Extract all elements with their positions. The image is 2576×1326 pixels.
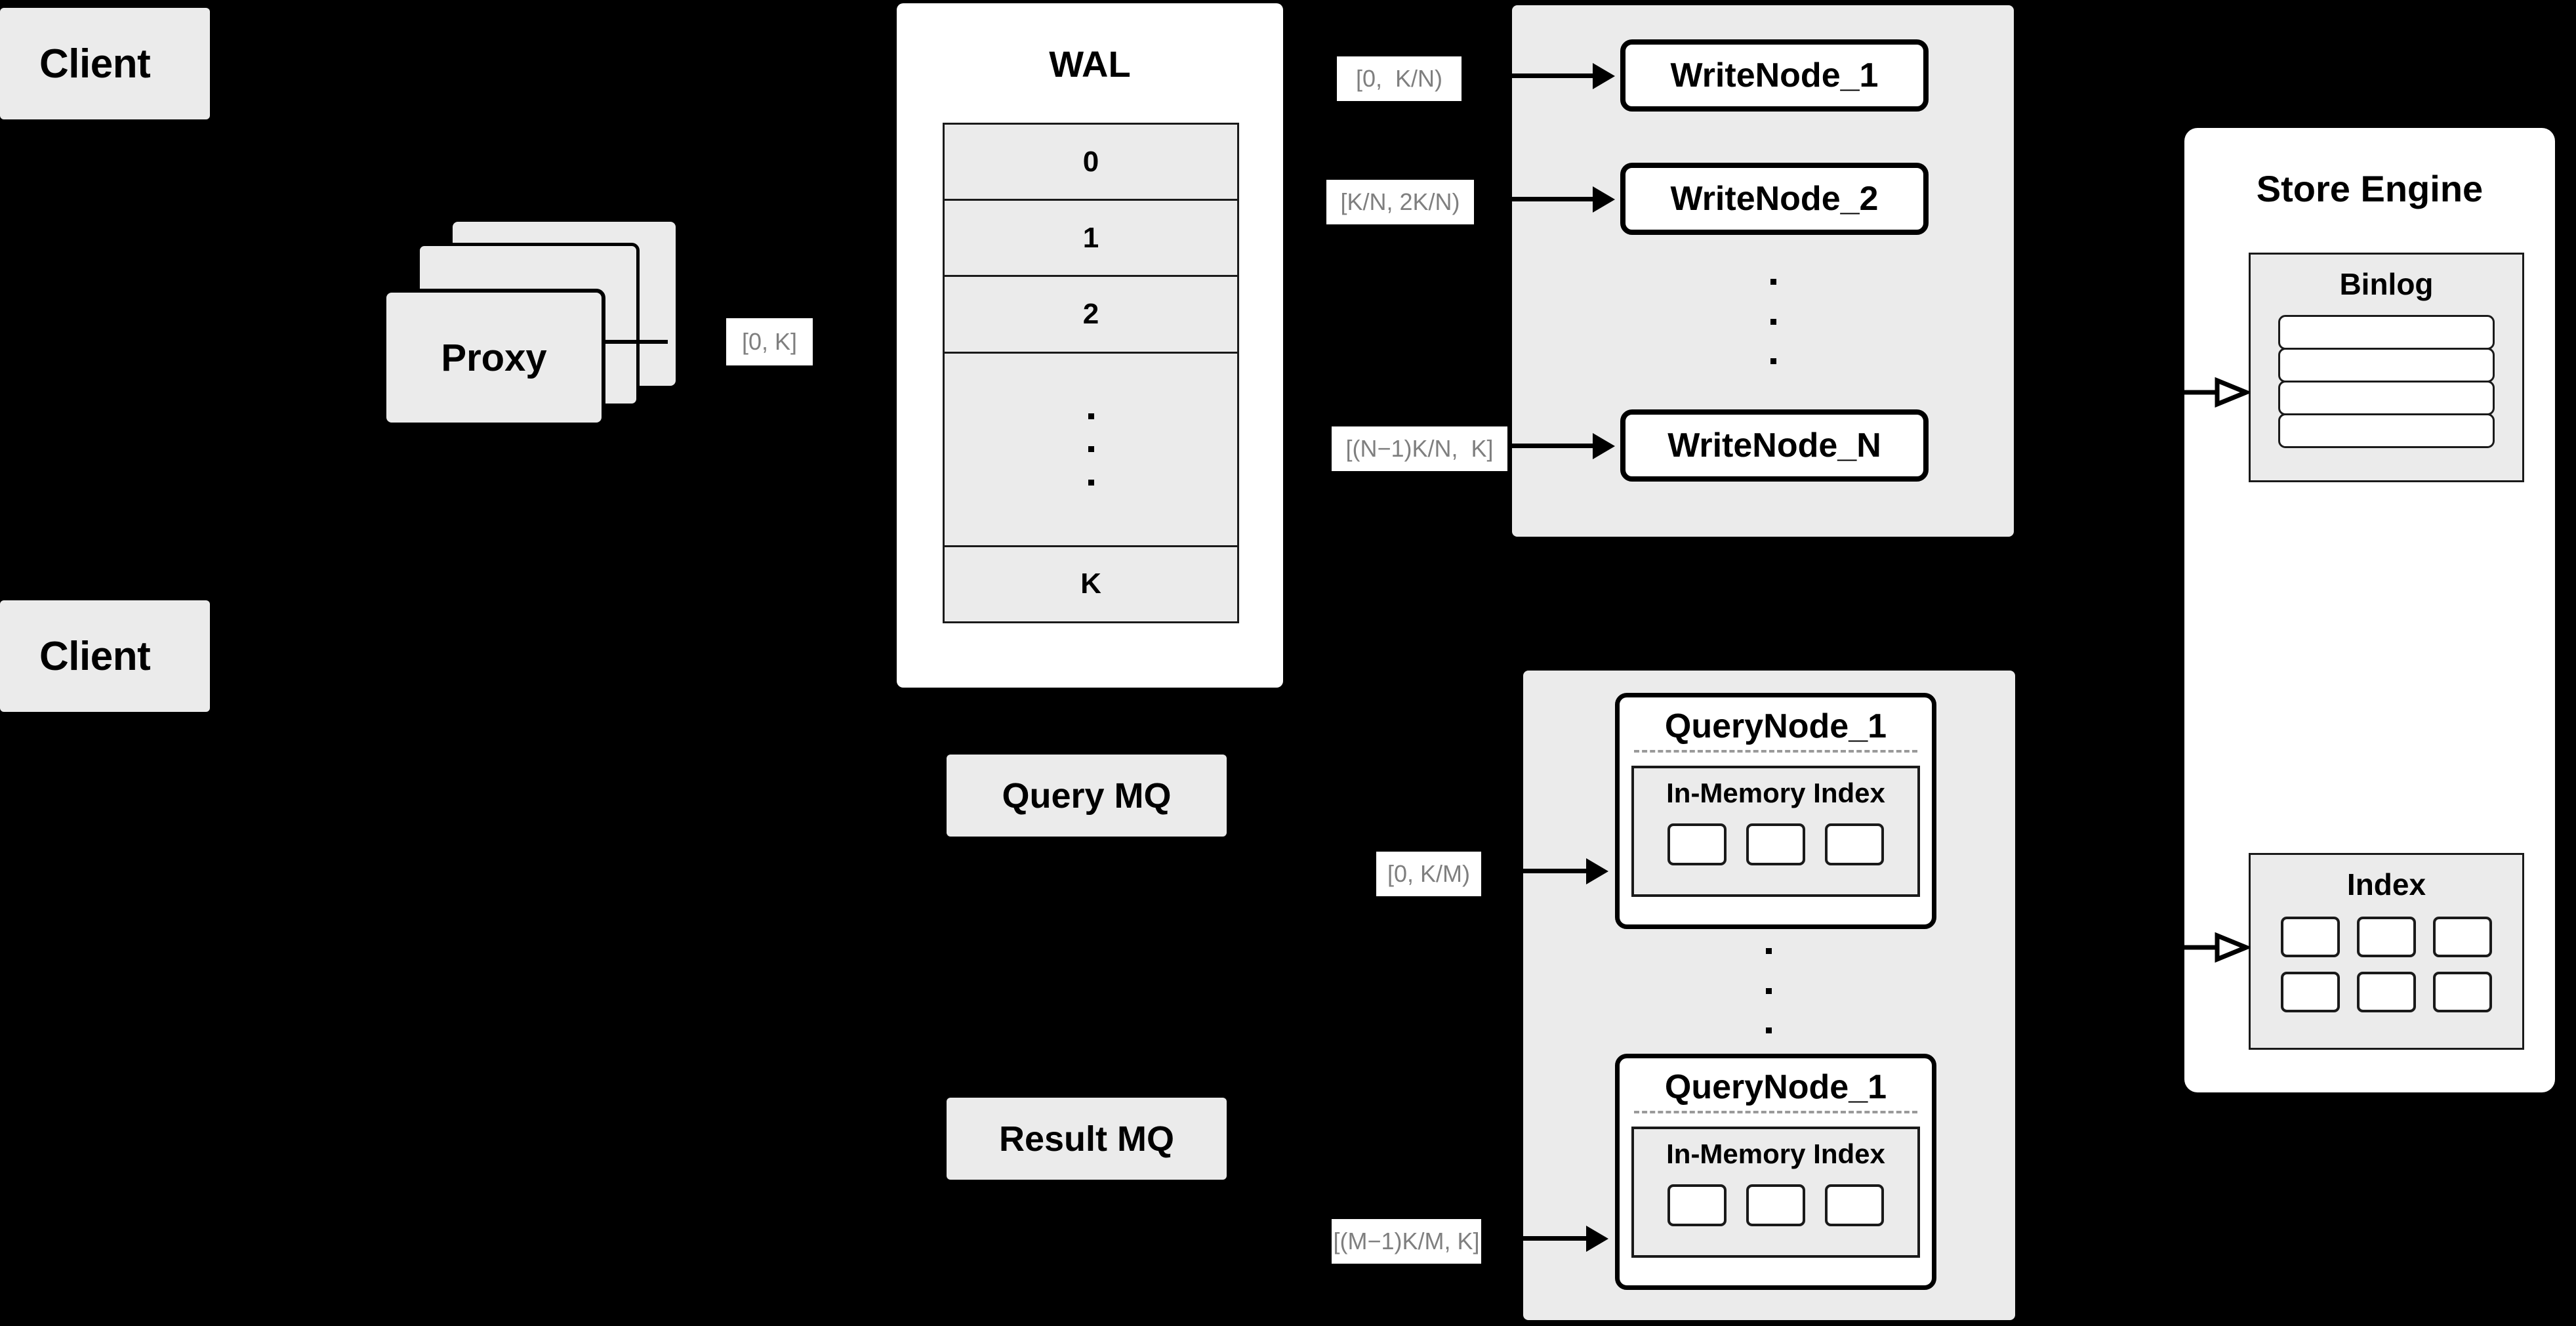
binlog-title: Binlog: [2339, 267, 2434, 301]
write-node-2-arrow-head: [1593, 186, 1615, 213]
index-title: Index: [2346, 867, 2426, 901]
query-mq-label: Query MQ: [1002, 776, 1172, 816]
proxy-node[interactable]: Proxy: [382, 289, 605, 426]
binlog-inflow-arrow: [2184, 375, 2253, 409]
index-grid: [2281, 917, 2492, 1012]
proxy-range-label: [0, K]: [726, 318, 813, 365]
index-cell: [2281, 917, 2340, 957]
inmemory-index-cell: [1746, 823, 1805, 865]
query-node-1-inmemory-index: In-Memory Index: [1631, 766, 1920, 897]
write-node-n-label: WriteNode_N: [1667, 426, 1881, 465]
query-node-1[interactable]: QueryNode_1 In-Memory Index: [1615, 693, 1936, 929]
wal-entry-2: 2: [945, 277, 1237, 354]
write-node-1-label: WriteNode_1: [1670, 56, 1879, 94]
client-node-2[interactable]: Client: [0, 600, 210, 712]
write-node-n-range-text: [(N−1)K/N, K]: [1345, 435, 1494, 462]
write-node-2-range-label: [K/N, 2K/N): [1326, 180, 1474, 224]
client-node-2-label: Client: [39, 633, 151, 679]
index-inflow-arrow: [2184, 930, 2253, 964]
binlog-rows: [2278, 315, 2495, 448]
wal-ellipsis-dots: [1087, 413, 1095, 486]
wal-entry-K: K: [945, 547, 1237, 621]
wal-entry-0-label: 0: [1082, 145, 1099, 178]
proxy-label: Proxy: [441, 336, 547, 379]
index-row: [2281, 972, 2492, 1012]
binlog-row: [2278, 413, 2495, 448]
inmemory-index-cell: [1825, 823, 1884, 865]
query-cluster-ellipsis-dots: [1765, 948, 1772, 1033]
binlog-row: [2278, 315, 2495, 350]
write-node-n-arrow-head: [1593, 433, 1615, 459]
wal-entry-table: 0 1 2 K: [943, 123, 1239, 623]
query-node-m-inmemory-index-cells: [1667, 1184, 1884, 1226]
binlog-row: [2278, 381, 2495, 415]
index-cell: [2281, 972, 2340, 1012]
proxy-to-wal-connector: [605, 340, 668, 344]
index-cell: [2433, 917, 2492, 957]
write-cluster-ellipsis-dots: [1769, 279, 1777, 364]
write-node-n[interactable]: WriteNode_N: [1620, 409, 1929, 482]
query-node-1-inmemory-index-title: In-Memory Index: [1666, 777, 1885, 808]
proxy-range-label-text: [0, K]: [741, 328, 798, 355]
write-node-1-range-text: [0, K/N): [1355, 65, 1443, 92]
query-node-1-range-label: [0, K/M): [1376, 852, 1481, 896]
write-node-1-arrow-line: [1496, 73, 1594, 78]
query-node-1-arrow-head: [1586, 858, 1608, 884]
client-node-1-label: Client: [39, 41, 151, 87]
wal-entry-1-label: 1: [1082, 221, 1099, 254]
write-node-2[interactable]: WriteNode_2: [1620, 163, 1929, 235]
wal-entry-2-label: 2: [1082, 297, 1099, 330]
index-panel: Index: [2249, 853, 2524, 1050]
inmemory-index-cell: [1667, 1184, 1727, 1226]
query-node-1-range-text: [0, K/M): [1387, 860, 1471, 887]
write-node-1[interactable]: WriteNode_1: [1620, 39, 1929, 112]
query-node-1-arrow-line: [1494, 869, 1587, 873]
result-mq-label: Result MQ: [998, 1119, 1175, 1159]
inmemory-index-cell: [1667, 823, 1727, 865]
query-node-m-inmemory-index-title: In-Memory Index: [1666, 1138, 1885, 1169]
query-mq-node[interactable]: Query MQ: [947, 755, 1227, 837]
result-mq-node[interactable]: Result MQ: [947, 1098, 1227, 1180]
binlog-row: [2278, 348, 2495, 383]
write-node-2-range-text: [K/N, 2K/N): [1340, 188, 1460, 215]
query-node-1-divider: [1634, 750, 1917, 753]
binlog-panel: Binlog: [2249, 253, 2524, 482]
query-node-m-title: QueryNode_1: [1664, 1068, 1887, 1106]
query-node-m[interactable]: QueryNode_1 In-Memory Index: [1615, 1054, 1936, 1290]
query-node-m-arrow-line: [1494, 1236, 1587, 1241]
store-engine-title: Store Engine: [2184, 167, 2555, 210]
write-node-2-arrow-line: [1496, 197, 1594, 201]
wal-entry-ellipsis: [945, 353, 1237, 547]
query-node-1-inmemory-index-cells: [1667, 823, 1884, 865]
query-node-m-range-text: [(M−1)K/M, K]: [1333, 1228, 1480, 1254]
wal-title-text: WAL: [1049, 43, 1131, 85]
index-cell: [2433, 972, 2492, 1012]
inmemory-index-cell: [1746, 1184, 1805, 1226]
write-node-1-arrow-head: [1593, 63, 1615, 89]
write-node-2-label: WriteNode_2: [1670, 180, 1879, 218]
index-cell: [2357, 972, 2416, 1012]
wal-title: WAL: [897, 43, 1283, 85]
wal-entry-K-label: K: [1080, 568, 1101, 600]
wal-entry-1: 1: [945, 201, 1237, 278]
query-node-m-range-label: [(M−1)K/M, K]: [1332, 1219, 1481, 1264]
query-node-m-arrow-head: [1586, 1226, 1608, 1252]
write-node-n-range-label: [(N−1)K/N, K]: [1332, 426, 1507, 471]
client-node-1[interactable]: Client: [0, 8, 210, 119]
store-engine-title-text: Store Engine: [2256, 168, 2484, 209]
query-node-m-inmemory-index: In-Memory Index: [1631, 1127, 1920, 1258]
write-node-1-range-label: [0, K/N): [1337, 56, 1462, 101]
write-node-n-arrow-line: [1509, 444, 1594, 448]
query-node-m-divider: [1634, 1111, 1917, 1113]
index-cell: [2357, 917, 2416, 957]
inmemory-index-cell: [1825, 1184, 1884, 1226]
index-row: [2281, 917, 2492, 957]
query-node-1-title: QueryNode_1: [1664, 707, 1887, 745]
wal-entry-0: 0: [945, 125, 1237, 201]
